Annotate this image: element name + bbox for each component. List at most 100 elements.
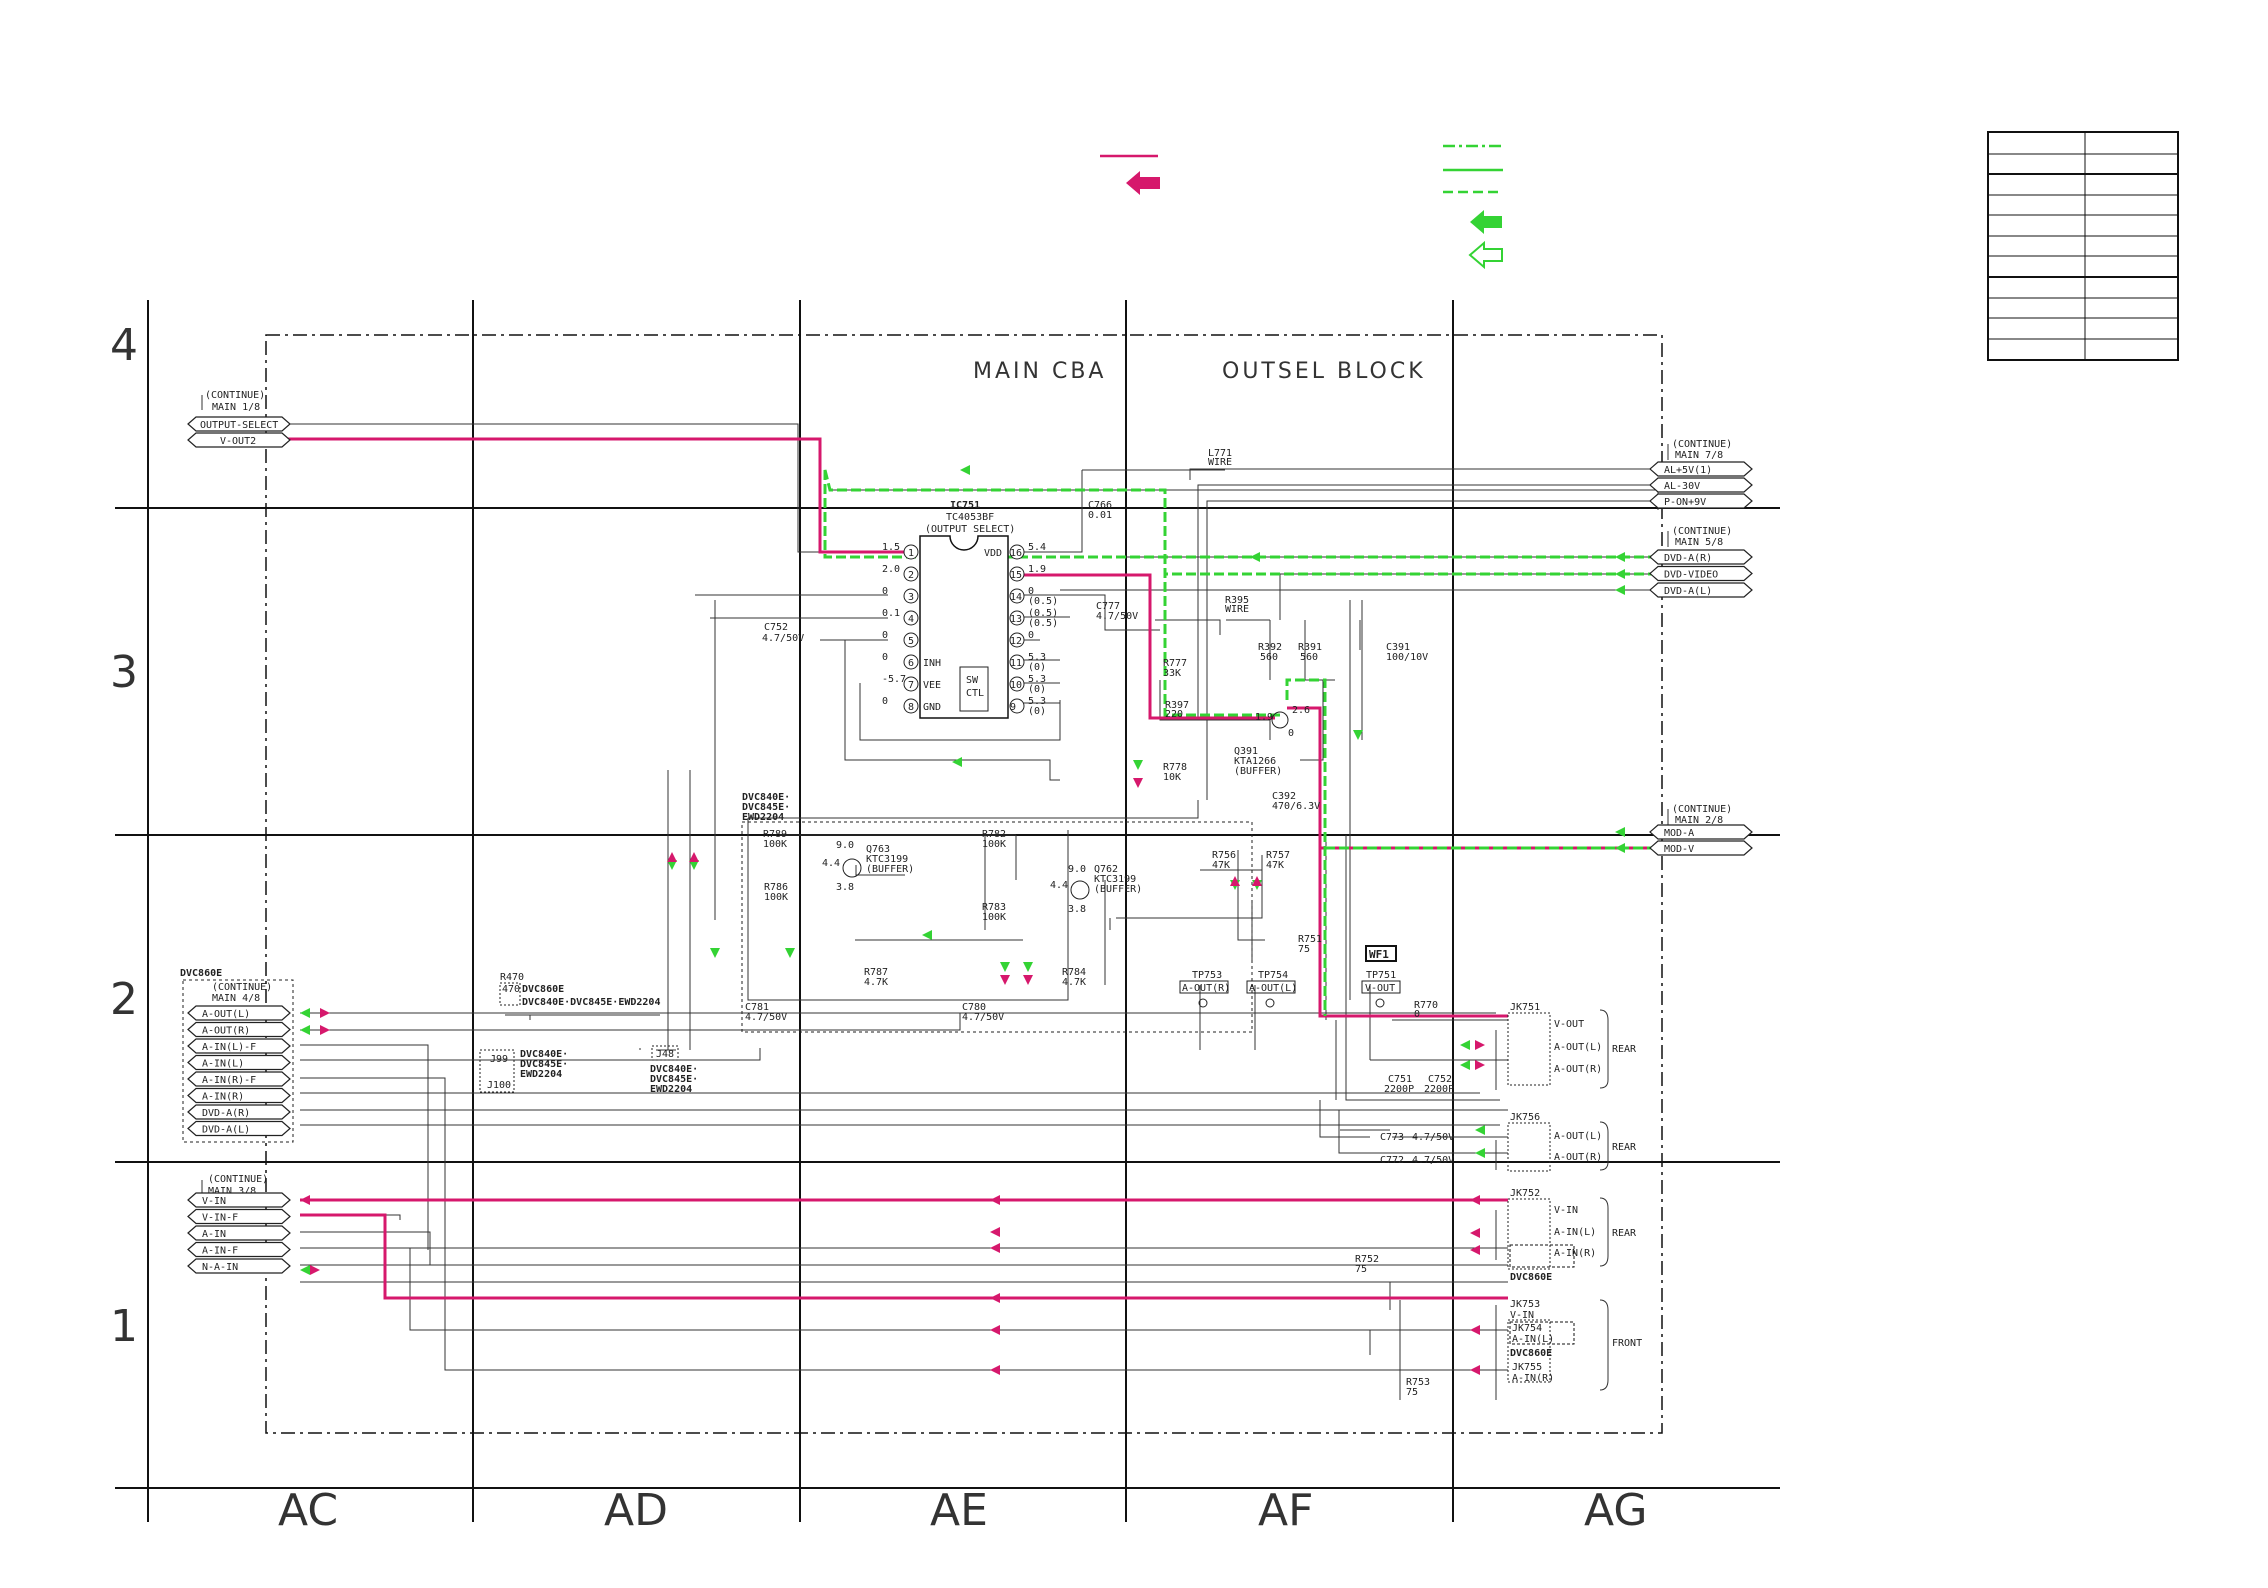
pink-arrow-icon	[990, 1243, 1000, 1253]
connector-main-5-8: (CONTINUE) MAIN 5/8 DVD-A(R)DVD-VIDEODVD…	[1649, 526, 1753, 598]
ic-pin-voltage: 1.9	[1028, 564, 1046, 575]
sw-label: SW	[966, 675, 979, 686]
c781-value: 4.7/50V	[745, 1012, 787, 1023]
r751-value: 75	[1298, 944, 1310, 955]
ic-pin-number: 6	[908, 658, 914, 669]
j48-variant: DVC840E·	[650, 1064, 698, 1075]
green-arrow-icon	[710, 948, 720, 958]
pink-arrow-icon	[667, 852, 677, 862]
ic-pin-voltage-alt: (0.5)	[1028, 618, 1058, 629]
q391-v-emitter: 2.6	[1292, 705, 1310, 716]
q762-v-emitter: 3.8	[1068, 904, 1086, 915]
r470-note: DVC860E	[522, 984, 564, 995]
green-arrow-icon	[922, 930, 932, 940]
connector-main-1-8: (CONTINUE) MAIN 1/8 OUTPUT-SELECT V-OUT2	[187, 390, 291, 448]
ic-pin-number: 16	[1010, 548, 1022, 559]
variant-note: EWD2204	[742, 812, 784, 823]
r786-ref: R786	[764, 882, 788, 893]
q763-v-emitter: 3.8	[836, 882, 854, 893]
jk754-note: DVC860E	[1510, 1348, 1552, 1359]
tp751-label: V-OUT	[1365, 983, 1395, 994]
continue-label: (CONTINUE)	[212, 982, 272, 993]
pin-label: V-IN-F	[202, 1213, 238, 1224]
r783-value: 100K	[982, 912, 1006, 923]
connector-pin	[187, 1241, 291, 1258]
j48-label: J48	[656, 1049, 674, 1060]
r777-ref: R777	[1163, 658, 1187, 669]
ic-pin-voltage: 1.5	[882, 542, 900, 553]
jk752-line: A-IN(L)	[1554, 1227, 1596, 1238]
column-label-af: AF	[1258, 1485, 1313, 1536]
ic-pin-number: 15	[1010, 570, 1022, 581]
pink-arrow-icon	[300, 1195, 310, 1205]
ic-pin	[903, 566, 919, 582]
j48-variant: DVC845E·	[650, 1074, 698, 1085]
r395-ref: R395	[1225, 595, 1249, 606]
green-arrow-icon	[1000, 962, 1010, 972]
pink-arrow-icon	[1475, 1060, 1485, 1070]
r789-ref: R789	[763, 829, 787, 840]
green-arrow-icon	[1615, 552, 1625, 562]
ic-pin-number: 14	[1010, 592, 1022, 603]
tp753-ref: TP753	[1192, 970, 1222, 981]
q762-function: (BUFFER)	[1094, 884, 1142, 895]
pink-arrow-icon	[990, 1227, 1000, 1237]
jk751-ref: JK751	[1510, 1002, 1540, 1013]
pin-v-out2: V-OUT2	[220, 436, 256, 447]
ic-pin-number: 12	[1010, 636, 1022, 647]
ic-pin-voltage: 0	[882, 586, 888, 597]
jk755-line: A-IN(R)	[1512, 1373, 1554, 1384]
green-arrow-icon	[1023, 962, 1033, 972]
jk753-line: V-IN	[1510, 1310, 1534, 1321]
continue-sheet: MAIN 1/8	[212, 402, 260, 413]
ic-pin-voltage: 2.0	[882, 564, 900, 575]
variant-note: DVC840E·	[742, 792, 790, 803]
connector-pin	[187, 1005, 291, 1021]
r392-value: 560	[1260, 652, 1278, 663]
ic-pin	[1009, 698, 1025, 714]
pink-arrow-icon	[990, 1293, 1000, 1303]
ic-pin	[903, 698, 919, 714]
ic-pin-number: 3	[908, 592, 914, 603]
green-arrow-icon	[952, 757, 962, 767]
connector-pin	[187, 1038, 291, 1054]
pink-signal-paths	[288, 437, 1658, 1300]
continue-sheet: MAIN 2/8	[1675, 815, 1723, 826]
q763-function: (BUFFER)	[866, 864, 914, 875]
pin-output-select: OUTPUT-SELECT	[200, 420, 278, 431]
column-label-ae: AE	[930, 1485, 988, 1536]
ic-pin-name: VDD	[984, 548, 1002, 559]
ic-pin	[1009, 566, 1025, 582]
pink-arrow-icon	[320, 1008, 330, 1018]
connector-pin	[187, 1258, 291, 1274]
green-arrow-icon	[1470, 210, 1502, 234]
pink-arrow-icon	[1470, 1245, 1480, 1255]
r757-value: 47K	[1266, 860, 1284, 871]
q762-ref: Q762	[1094, 864, 1118, 875]
connector-main-3-8: (CONTINUE) MAIN 3/8 V-INV-IN-FA-INA-IN-F…	[187, 1174, 291, 1274]
green-arrow-icon	[785, 948, 795, 958]
column-label-ad: AD	[604, 1485, 668, 1536]
jk756-ref: JK756	[1510, 1112, 1540, 1123]
jk751-line: A-OUT(L)	[1554, 1042, 1602, 1053]
legend	[1100, 144, 1503, 270]
pin-label: A-IN(L)-F	[202, 1042, 256, 1053]
r753-value: 75	[1406, 1387, 1418, 1398]
c752b-ref: C752	[1428, 1074, 1452, 1085]
r784-value: 4.7K	[1062, 977, 1086, 988]
green-arrow-icon	[1615, 585, 1625, 595]
c766-value: 0.01	[1088, 510, 1112, 521]
ic-pin-number: 13	[1010, 614, 1022, 625]
r777-value: 33K	[1163, 668, 1181, 679]
j99-variant: DVC840E·	[520, 1049, 568, 1060]
connector-pin	[187, 1087, 291, 1104]
tp753-label: A-OUT(R)	[1182, 983, 1230, 994]
r753-ref: R753	[1406, 1377, 1430, 1388]
pink-arrow-icon	[310, 1265, 320, 1275]
jk752-line: V-IN	[1554, 1205, 1578, 1216]
r392-ref: R392	[1258, 642, 1282, 653]
j99-label: J99	[490, 1054, 508, 1065]
pink-arrow-icon	[1126, 171, 1160, 195]
pink-arrow-icon	[689, 852, 699, 862]
r757-ref: R757	[1266, 850, 1290, 861]
